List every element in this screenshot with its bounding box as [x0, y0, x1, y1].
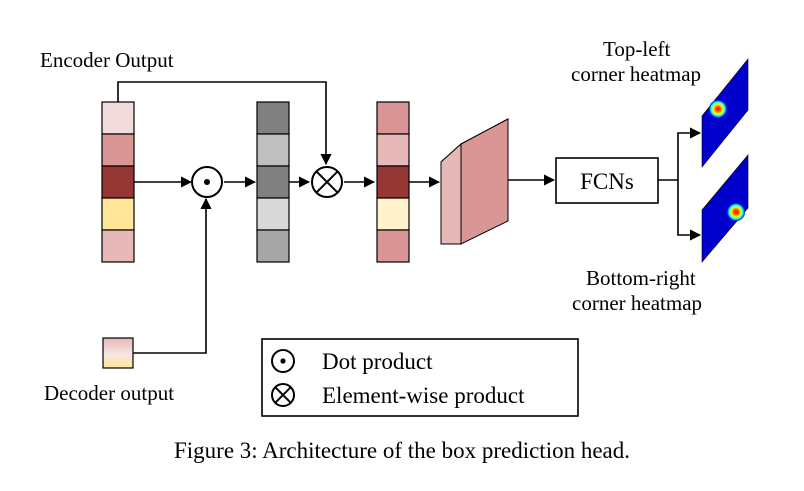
bottom-right-label-line2: corner heatmap — [572, 291, 702, 315]
attention-cell-1 — [256, 101, 290, 135]
figure-caption: Figure 3: Architecture of the box predic… — [174, 438, 630, 463]
feature-cell-1 — [376, 101, 410, 135]
fcn-to-bottomright-arrow — [677, 180, 702, 241]
encoder-output-label: Encoder Output — [40, 48, 174, 72]
decoder-output-token — [102, 337, 134, 369]
decoder-output-label: Decoder output — [44, 381, 174, 405]
top-left-label-line2: corner heatmap — [571, 62, 701, 86]
bottom-right-heatmap — [701, 154, 749, 263]
elementwise-product-operator — [311, 166, 343, 198]
feature-cell-2 — [376, 133, 410, 167]
weighted-feature-column — [376, 101, 410, 263]
encoder-cell-1 — [101, 101, 135, 135]
attention-cell-4 — [256, 197, 290, 231]
encoder-output-column — [101, 101, 135, 263]
fcns-box — [555, 157, 659, 204]
encoder-cell-2 — [101, 133, 135, 167]
top-left-label-line1: Top-left — [603, 37, 671, 61]
legend: Dot product Element-wise product — [261, 338, 579, 417]
feature-map-block — [440, 118, 509, 245]
attention-cell-5 — [256, 229, 290, 263]
attention-cell-3 — [256, 165, 290, 199]
encoder-skip-arrow — [117, 81, 332, 166]
legend-dot-product: Dot product — [322, 349, 433, 374]
dot-product-operator — [191, 166, 223, 198]
fcns-label: FCNs — [580, 169, 634, 194]
attention-weight-column — [256, 101, 290, 263]
attention-cell-2 — [256, 133, 290, 167]
fcn-to-topleft-arrow — [677, 127, 702, 180]
top-left-heatmap — [701, 58, 749, 168]
feature-cell-3 — [376, 165, 410, 199]
legend-box — [261, 338, 579, 417]
legend-dot-icon — [271, 349, 295, 373]
bottom-right-label-line1: Bottom-right — [586, 266, 696, 290]
encoder-cell-3 — [101, 165, 135, 199]
encoder-cell-4 — [101, 197, 135, 231]
decoder-to-dot-arrow — [133, 197, 212, 354]
feature-cell-5 — [376, 229, 410, 263]
legend-elementwise-product: Element-wise product — [322, 383, 525, 408]
feature-cell-4 — [376, 197, 410, 231]
encoder-cell-5 — [101, 229, 135, 263]
legend-cross-icon — [271, 383, 295, 407]
